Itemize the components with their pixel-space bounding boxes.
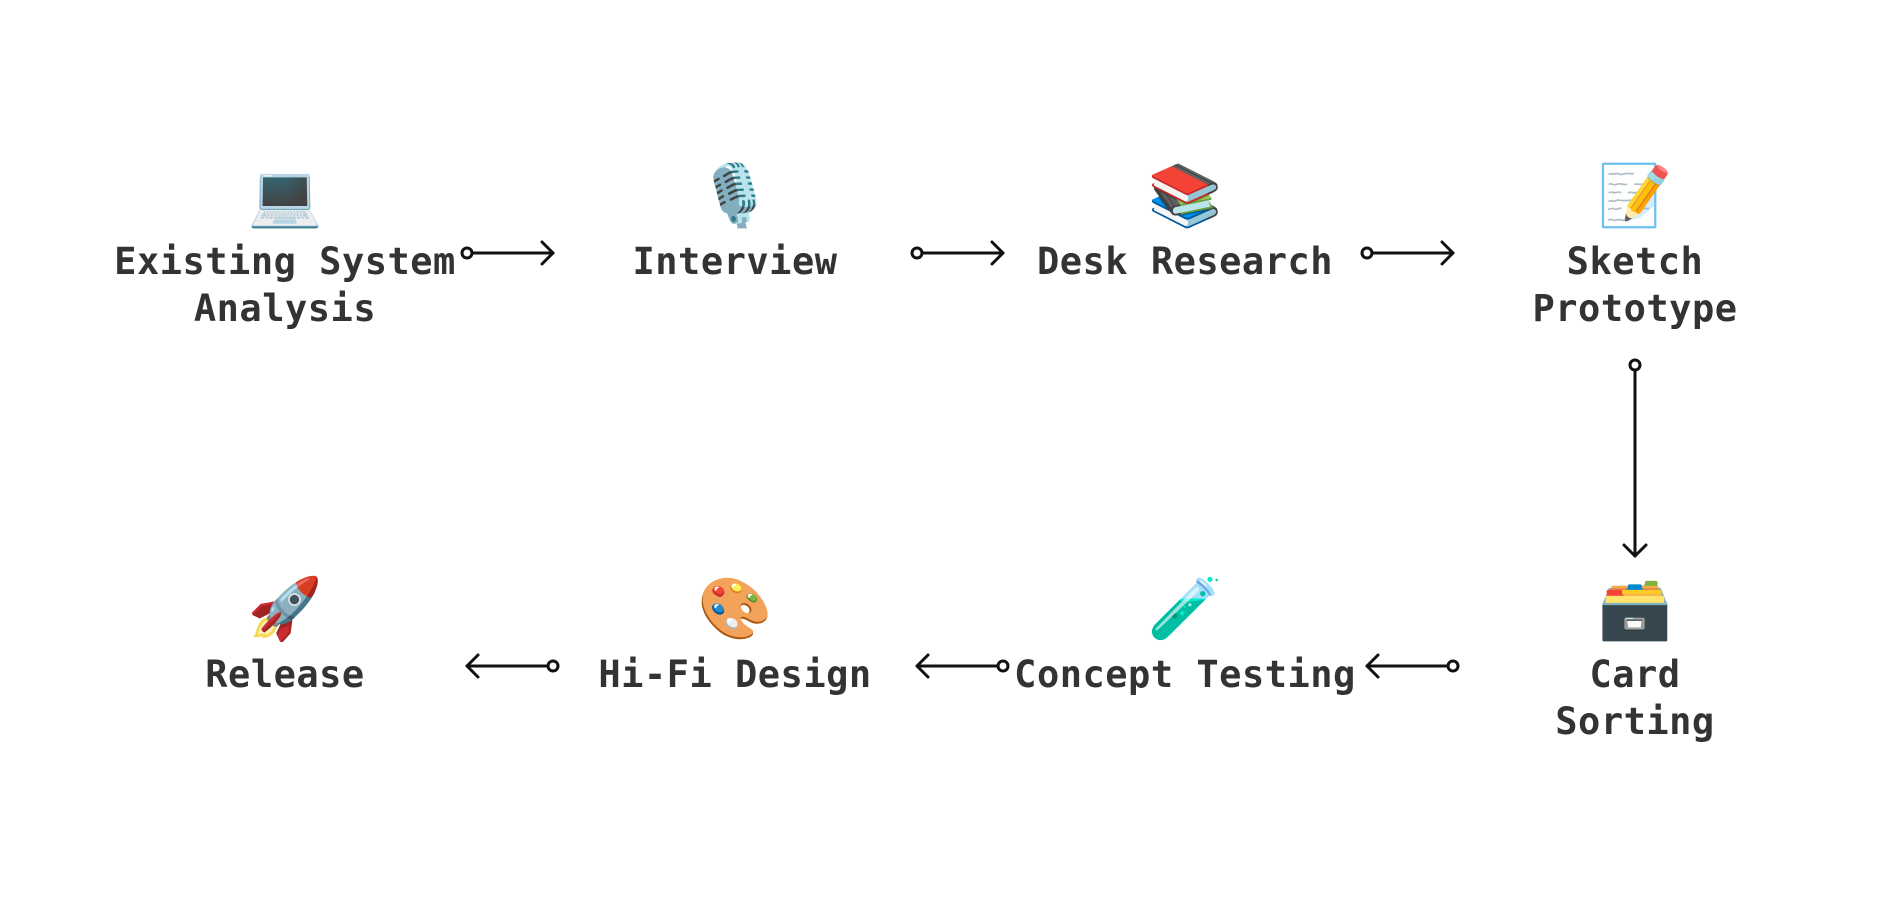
- arrow-start-dot: [996, 659, 1010, 673]
- step-label: Sketch Prototype: [1532, 240, 1738, 330]
- arrow-card-sorting-to-concept-testing: [1365, 653, 1460, 679]
- laptop-icon: 💻: [247, 161, 323, 231]
- arrowhead: [1622, 543, 1648, 558]
- artist-palette-icon: 🎨: [697, 574, 773, 644]
- books-icon: 📚: [1147, 161, 1223, 231]
- step-release: 🚀 Release: [205, 573, 364, 698]
- step-label: Hi-Fi Design: [598, 653, 872, 696]
- arrow-existing-system-analysis-to-interview: [460, 240, 555, 266]
- step-label: Interview: [632, 240, 838, 283]
- step-label: Existing System Analysis: [114, 240, 456, 330]
- rocket-icon: 🚀: [247, 574, 323, 644]
- arrowhead: [1440, 240, 1455, 266]
- step-hi-fi-design: 🎨 Hi-Fi Design: [598, 573, 871, 698]
- arrow-sketch-prototype-to-card-sorting: [1622, 358, 1648, 558]
- arrowhead: [915, 653, 930, 679]
- memo-icon: 📝: [1597, 161, 1673, 231]
- card-file-box-icon: 🗃️: [1597, 574, 1673, 644]
- step-sketch-prototype: 📝 Sketch Prototype: [1533, 160, 1738, 332]
- arrow-interview-to-desk-research: [910, 240, 1005, 266]
- arrowhead: [540, 240, 555, 266]
- microphone-icon: 🎙️: [697, 161, 773, 231]
- arrow-start-dot: [1628, 358, 1642, 372]
- test-tube-icon: 🧪: [1147, 574, 1223, 644]
- step-desk-research: 📚 Desk Research: [1037, 160, 1333, 285]
- arrow-concept-testing-to-hi-fi-design: [915, 653, 1010, 679]
- arrow-start-dot: [546, 659, 560, 673]
- arrow-desk-research-to-sketch-prototype: [1360, 240, 1455, 266]
- arrow-start-dot: [1446, 659, 1460, 673]
- step-label: Desk Research: [1036, 240, 1334, 283]
- step-concept-testing: 🧪 Concept Testing: [1014, 573, 1356, 698]
- arrow-hi-fi-design-to-release: [465, 653, 560, 679]
- step-interview: 🎙️ Interview: [633, 160, 838, 285]
- step-label: Card Sorting: [1555, 653, 1715, 743]
- step-label: Release: [205, 653, 365, 696]
- step-existing-system-analysis: 💻 Existing System Analysis: [114, 160, 456, 332]
- step-card-sorting: 🗃️ Card Sorting: [1503, 573, 1768, 745]
- arrow-start-dot: [910, 246, 924, 260]
- arrowhead: [1365, 653, 1380, 679]
- arrow-start-dot: [1360, 246, 1374, 260]
- arrowhead: [465, 653, 480, 679]
- step-label: Concept Testing: [1014, 653, 1356, 696]
- arrowhead: [990, 240, 1005, 266]
- arrow-start-dot: [460, 246, 474, 260]
